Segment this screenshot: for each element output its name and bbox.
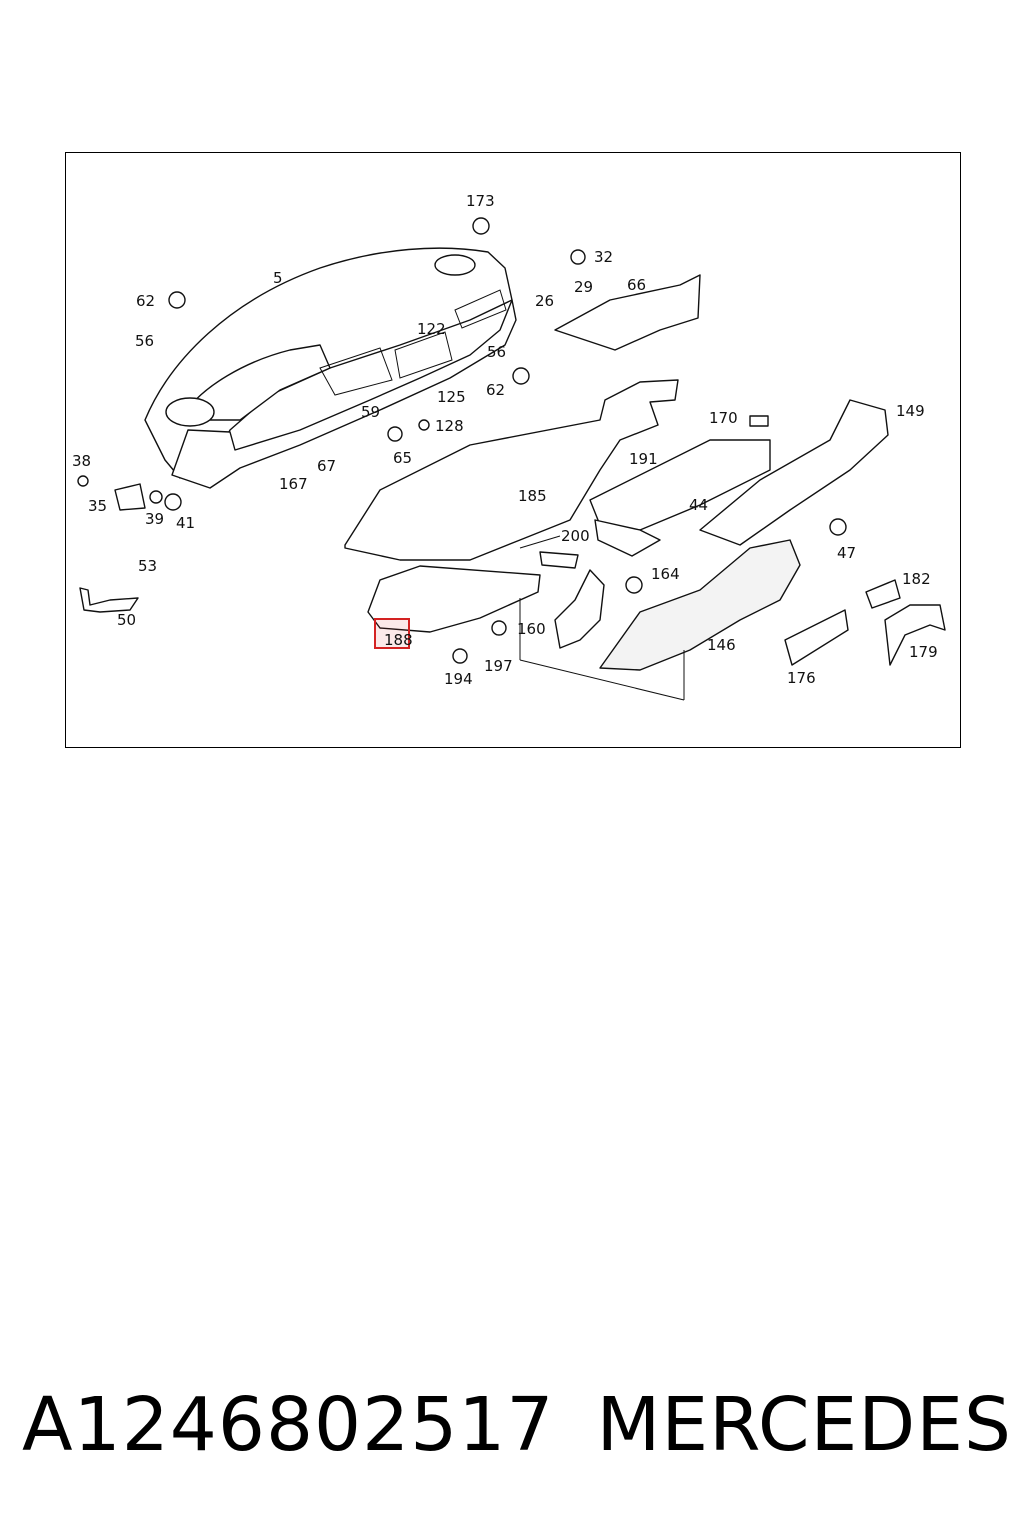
- part-182: [865, 579, 901, 609]
- label-167: 167: [279, 475, 308, 493]
- part-labels: 173 32 5 62 26 29 66 56 122 56 62 125 59…: [72, 192, 938, 688]
- panel-part-66: [554, 274, 701, 351]
- label-191: 191: [629, 450, 658, 468]
- label-176: 176: [787, 669, 816, 687]
- screw-icon: [472, 217, 490, 235]
- label-125: 125: [437, 388, 466, 406]
- label-26: 26: [535, 292, 554, 310]
- label-62: 62: [486, 381, 505, 399]
- insulation-part-185: [344, 379, 679, 561]
- label-149: 149: [896, 402, 925, 420]
- label-200: 200: [561, 527, 590, 545]
- part-200: [539, 551, 579, 569]
- fasteners: [77, 217, 847, 664]
- brand-name: MERCEDES: [596, 1382, 1012, 1468]
- label-185: 185: [518, 487, 547, 505]
- bolt-icon: [625, 576, 643, 594]
- label-179: 179: [909, 643, 938, 661]
- label-122: 122: [417, 320, 446, 338]
- bolt-icon: [829, 518, 847, 536]
- label-164: 164: [651, 565, 680, 583]
- label-128: 128: [435, 417, 464, 435]
- bracket-part-160: [554, 569, 605, 649]
- label-62: 62: [136, 292, 155, 310]
- label-170: 170: [709, 409, 738, 427]
- label-197: 197: [484, 657, 513, 675]
- screw-icon: [452, 648, 468, 664]
- nut-icon: [149, 490, 163, 504]
- bracket-part-50: [79, 587, 139, 613]
- label-65: 65: [393, 449, 412, 467]
- highlight-box-188: [374, 618, 410, 649]
- label-44: 44: [689, 496, 708, 514]
- label-160: 160: [517, 620, 546, 638]
- label-66: 66: [627, 276, 646, 294]
- part-149: [699, 399, 889, 546]
- label-50: 50: [117, 611, 136, 629]
- label-41: 41: [176, 514, 195, 532]
- part-number: A1246802517: [22, 1382, 555, 1468]
- bolt-icon: [168, 291, 186, 309]
- label-146: 146: [707, 636, 736, 654]
- label-194: 194: [444, 670, 473, 688]
- label-32: 32: [594, 248, 613, 266]
- nut-icon: [164, 493, 182, 511]
- label-35: 35: [88, 497, 107, 515]
- label-56: 56: [135, 332, 154, 350]
- label-29: 29: [574, 278, 593, 296]
- label-53: 53: [138, 557, 157, 575]
- part-179: [884, 604, 946, 666]
- label-182: 182: [902, 570, 931, 588]
- screw-icon: [570, 249, 586, 265]
- bolt-icon: [512, 367, 530, 385]
- label-59: 59: [361, 403, 380, 421]
- leader-lines: [519, 535, 685, 701]
- label-38: 38: [72, 452, 91, 470]
- label-5: 5: [273, 269, 283, 287]
- screw-icon: [418, 419, 430, 431]
- label-47: 47: [837, 544, 856, 562]
- clip-part-170: [749, 415, 769, 427]
- bracket-part-35: [114, 483, 146, 511]
- label-188: 188: [384, 631, 413, 649]
- part-176: [784, 609, 849, 666]
- screw-icon: [77, 475, 89, 487]
- screw-icon: [491, 620, 507, 636]
- part-146: [599, 539, 801, 671]
- label-67: 67: [317, 457, 336, 475]
- footer: A1246802517 MERCEDES: [22, 1370, 1012, 1480]
- label-39: 39: [145, 510, 164, 528]
- label-56: 56: [487, 343, 506, 361]
- dashboard-part-5: [144, 247, 517, 489]
- part-188-tray: [367, 565, 541, 633]
- label-173: 173: [466, 192, 495, 210]
- screw-icon: [387, 426, 403, 442]
- part-191-lower: [594, 519, 661, 557]
